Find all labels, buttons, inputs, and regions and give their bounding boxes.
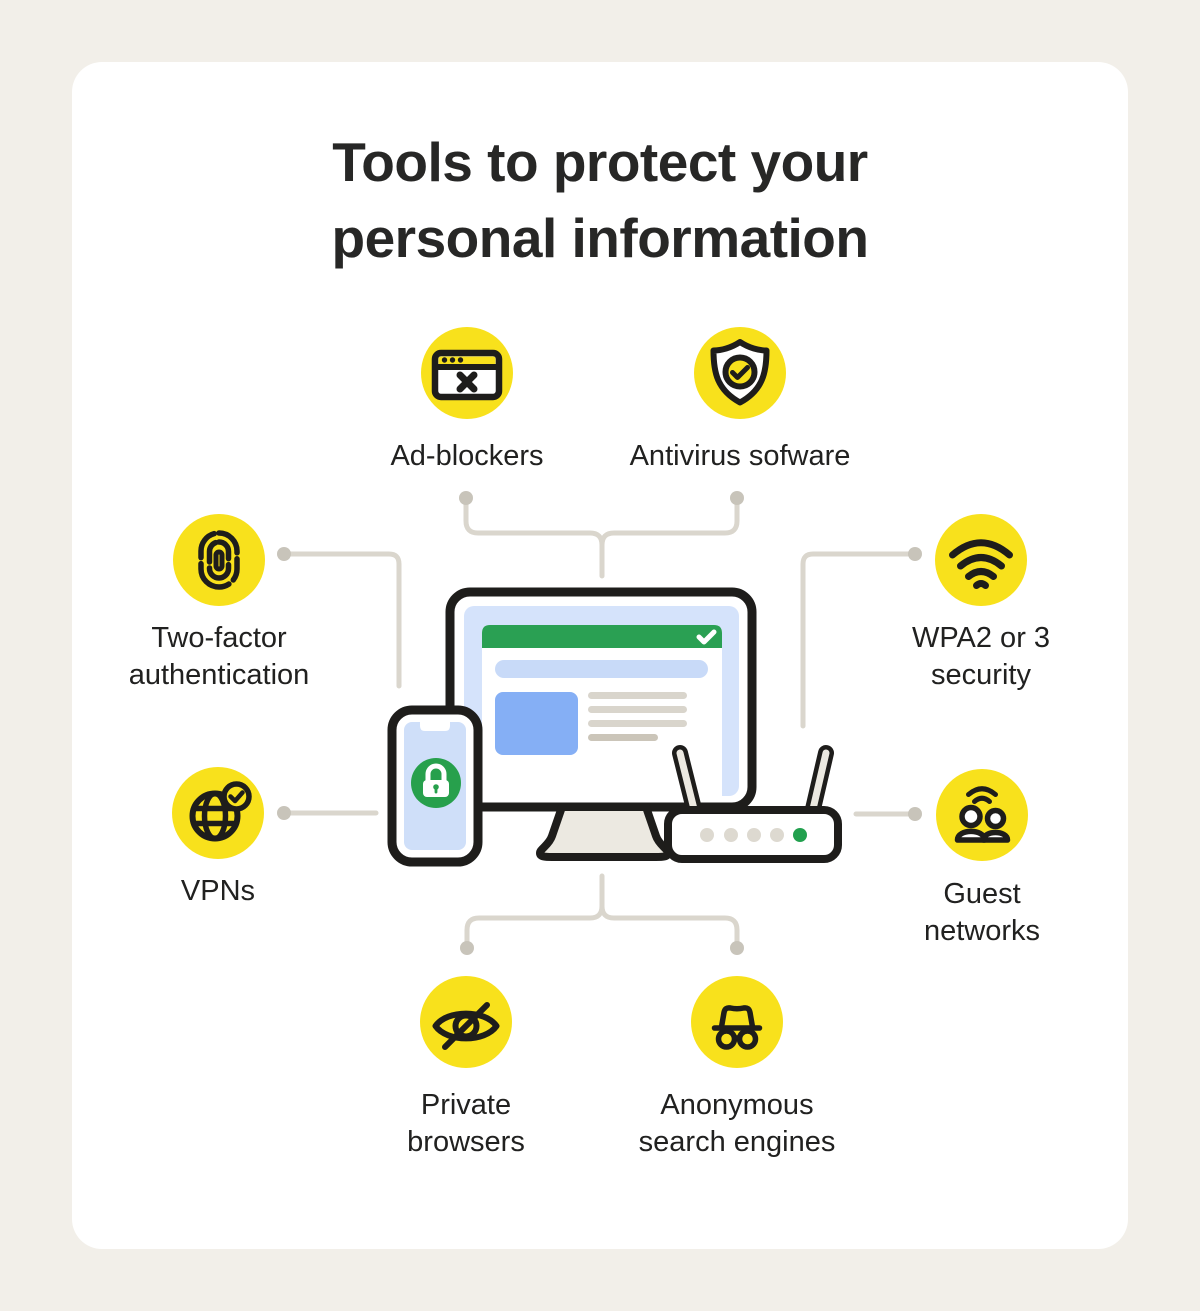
dot-vpns: [277, 806, 291, 820]
router-led: [747, 828, 761, 842]
connector-wpa: [800, 551, 911, 729]
browser-blocked-icon: [421, 327, 513, 419]
browser-text-line: [588, 692, 687, 699]
tool-label-two-factor: Two-factor authentication: [128, 622, 310, 691]
router-led: [700, 828, 714, 842]
connector-dots: [277, 491, 922, 955]
shield-check-icon: [694, 327, 786, 419]
router-led: [724, 828, 738, 842]
globe-check-icon: [172, 767, 264, 859]
browser-search-bar: [495, 660, 708, 678]
tool-label-private-browsers: Private browsers: [407, 1089, 525, 1158]
monitor-illustration: [445, 587, 757, 861]
connector-bottom-bracket-left: [464, 873, 605, 947]
dot-wpa: [908, 547, 922, 561]
dot-ad-blockers: [459, 491, 473, 505]
browser-text-line: [588, 734, 658, 741]
browser-text-line: [588, 706, 687, 713]
connector-top-bracket-right: [599, 497, 740, 548]
connector-top-bracket-left: [463, 497, 605, 579]
dot-private-browsers: [460, 941, 474, 955]
lock-icon: [425, 763, 447, 786]
dot-two-factor: [277, 547, 291, 561]
browser-green-bar: [482, 625, 722, 648]
tool-label-anonymous-search: Anonymous search engines: [638, 1089, 836, 1158]
router-led-active: [793, 828, 807, 842]
browser-check-icon: [696, 629, 717, 645]
tool-label-vpns: VPNs: [180, 875, 256, 907]
connector-two-factor: [288, 551, 402, 689]
dot-antivirus: [730, 491, 744, 505]
fingerprint-icon: [173, 514, 265, 606]
eye-slash-icon: [420, 976, 512, 1068]
wifi-icon: [935, 514, 1027, 606]
phone-illustration: [387, 705, 483, 867]
dot-anonymous-search: [730, 941, 744, 955]
page-title: Tools to protect your personal informati…: [0, 124, 1200, 276]
tool-label-antivirus: Antivirus sofware: [629, 440, 851, 472]
devices-illustration: [387, 587, 842, 867]
browser-image-block: [495, 692, 578, 755]
incognito-icon: [691, 976, 783, 1068]
router-illustration: [664, 745, 842, 863]
connector-bottom-bracket-right: [599, 903, 740, 947]
tool-label-guest-networks: Guest networks: [923, 878, 1041, 947]
tool-label-ad-blockers: Ad-blockers: [390, 440, 544, 472]
browser-text-line: [588, 720, 687, 727]
title-line-2: personal information: [331, 207, 870, 269]
connector-lines: [288, 497, 911, 947]
phone-notch: [420, 722, 450, 731]
users-wifi-icon: [936, 769, 1028, 861]
title-line-1: Tools to protect your: [332, 131, 868, 193]
monitor-stand: [536, 803, 672, 861]
router-led: [770, 828, 784, 842]
dot-guest: [908, 807, 922, 821]
tool-label-wpa-security: WPA2 or 3 security: [911, 622, 1051, 691]
